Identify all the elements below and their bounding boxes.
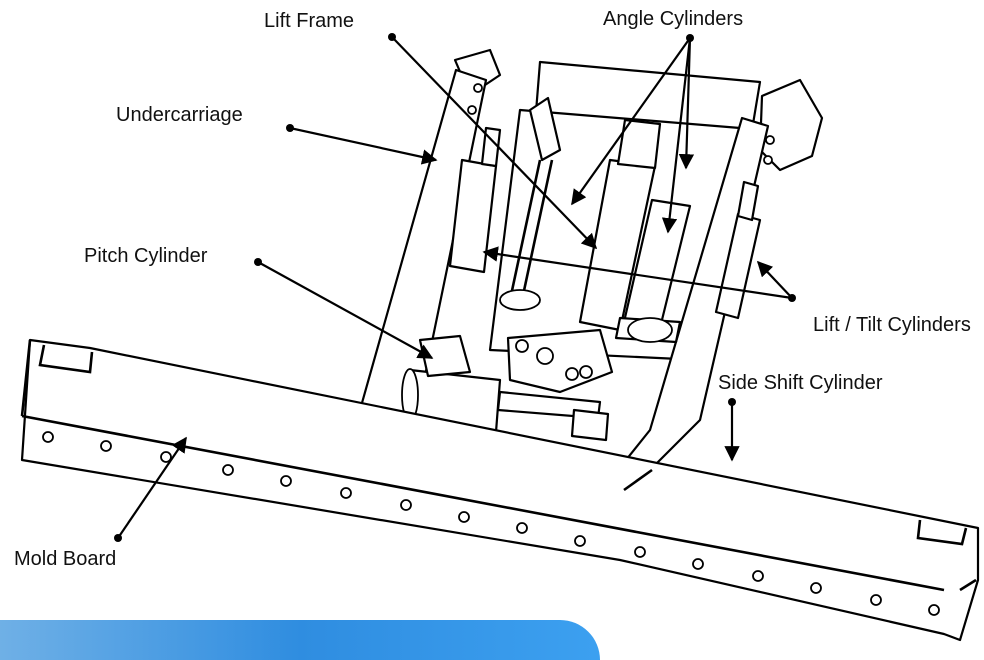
leader-mold-board [117,436,187,539]
leader-lift-tilt-right [756,260,793,299]
leader-angle-mid [661,37,692,234]
mold-board-drawing [20,338,980,642]
leader-lines [114,33,796,542]
label-pitch-cylinder: Pitch Cylinder [84,245,208,267]
pitch-cylinder-drawing [401,289,682,442]
lift-tilt-cylinder-drawings [448,126,762,320]
leader-pitch-cylinder [257,261,434,359]
leader-lift-frame [391,36,598,250]
bottom-banner [0,620,600,660]
leader-angle-right [678,37,695,170]
label-angle-cylinders: Angle Cylinders [603,8,744,30]
leader-angle-left [571,37,691,206]
label-lift-frame: Lift Frame [264,10,355,32]
leader-undercarriage [289,126,438,165]
label-mold-board: Mold Board [14,548,117,570]
label-lift-tilt-cylinders: Lift / Tilt Cylinders [813,314,971,336]
leader-lift-tilt-left [482,246,793,300]
blade-assembly-diagram [20,33,980,642]
label-side-shift-cylinder: Side Shift Cylinder [718,372,883,394]
label-undercarriage: Undercarriage [116,104,243,126]
